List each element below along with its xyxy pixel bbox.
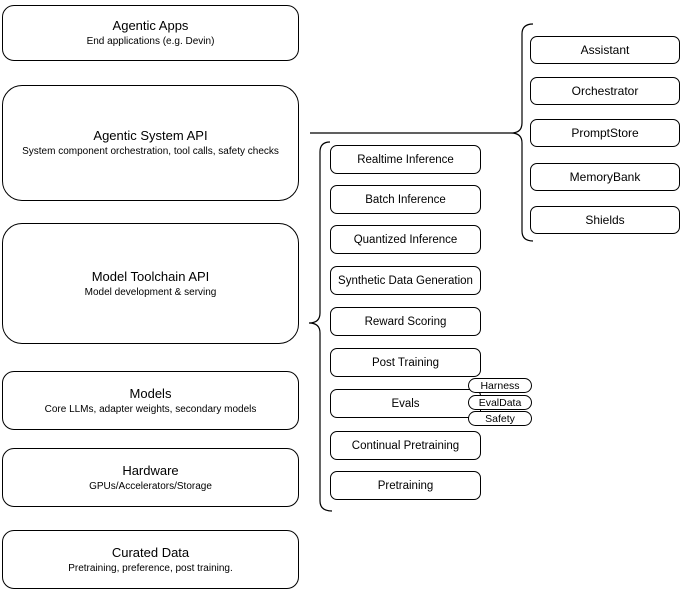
node-promptstore: PromptStore (530, 119, 680, 147)
node-agentic-system-api: Agentic System API System component orch… (2, 85, 299, 201)
toolchain-brace (308, 141, 333, 512)
node-agentic-apps: Agentic Apps End applications (e.g. Devi… (2, 5, 299, 61)
node-post-training: Post Training (330, 348, 481, 377)
node-orchestrator: Orchestrator (530, 77, 680, 105)
node-evals: Evals (330, 389, 481, 418)
node-quantized-inference: Quantized Inference (330, 225, 481, 254)
node-continual-pretraining: Continual Pretraining (330, 431, 481, 460)
node-reward-scoring: Reward Scoring (330, 307, 481, 336)
node-memorybank: MemoryBank (530, 163, 680, 191)
node-realtime-inference: Realtime Inference (330, 145, 481, 174)
node-subtitle: Core LLMs, adapter weights, secondary mo… (44, 403, 257, 415)
node-subtitle: Pretraining, preference, post training. (68, 562, 233, 574)
node-curated-data: Curated Data Pretraining, preference, po… (2, 530, 299, 589)
node-hardware: Hardware GPUs/Accelerators/Storage (2, 448, 299, 507)
node-title: Model Toolchain API (91, 268, 210, 284)
node-batch-inference: Batch Inference (330, 185, 481, 214)
tag-harness: Harness (468, 378, 532, 393)
node-assistant: Assistant (530, 36, 680, 64)
tag-safety: Safety (468, 411, 532, 426)
node-synthetic-data-generation: Synthetic Data Generation (330, 266, 481, 295)
node-subtitle: End applications (e.g. Devin) (86, 36, 215, 47)
node-title: Models (129, 385, 172, 401)
node-title: Agentic Apps (112, 18, 189, 33)
node-model-toolchain-api: Model Toolchain API Model development & … (2, 223, 299, 344)
node-models: Models Core LLMs, adapter weights, secon… (2, 371, 299, 430)
node-subtitle: System component orchestration, tool cal… (22, 146, 279, 157)
tag-evaldata: EvalData (468, 395, 532, 410)
node-subtitle: GPUs/Accelerators/Storage (89, 480, 212, 492)
node-shields: Shields (530, 206, 680, 234)
node-title: Curated Data (111, 544, 190, 560)
node-title: Agentic System API (93, 128, 208, 143)
node-title: Hardware (122, 462, 179, 478)
node-pretraining: Pretraining (330, 471, 481, 500)
node-subtitle: Model development & serving (84, 286, 217, 298)
